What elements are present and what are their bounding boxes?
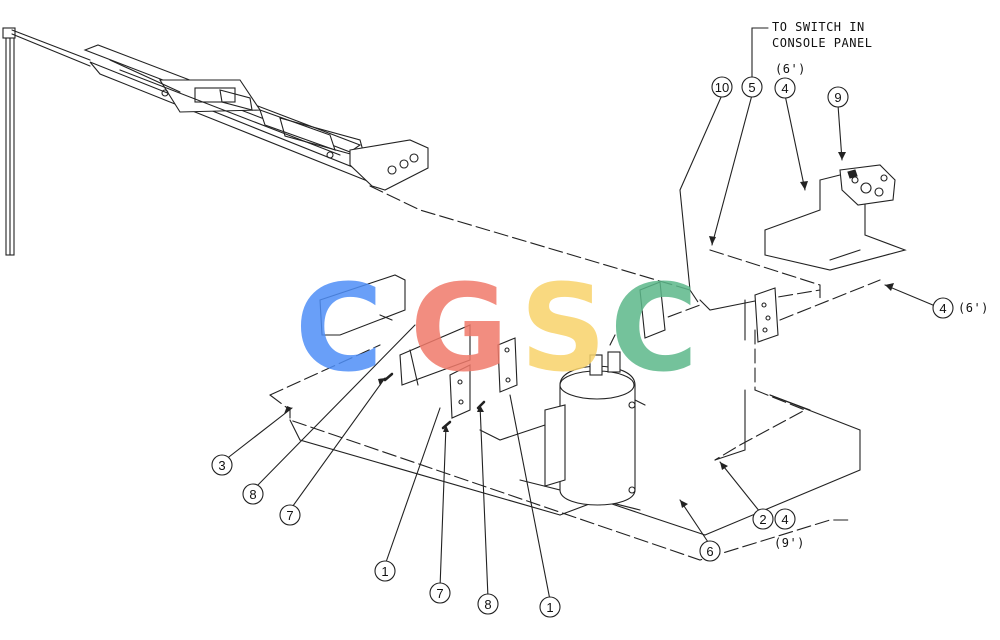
callout-4: 4 (774, 77, 796, 99)
svg-text:9: 9 (834, 90, 841, 105)
callout-8-bottom: 8 (477, 593, 499, 615)
svg-text:2: 2 (759, 512, 766, 527)
callout-2: 2 (752, 508, 774, 530)
svg-text:4: 4 (939, 301, 946, 316)
boom-assembly (83, 44, 429, 191)
callout-7: 7 (279, 504, 301, 526)
svg-text:4: 4 (781, 512, 788, 527)
length-6ft-right: (6') (958, 301, 989, 315)
callout-8: 8 (242, 483, 264, 505)
callout-1: 1 (374, 560, 396, 582)
length-6ft-top: (6') (775, 62, 806, 76)
svg-text:5: 5 (748, 80, 755, 95)
pole (2, 27, 91, 256)
callout-4-lower: 4 (774, 508, 796, 530)
svg-text:6: 6 (706, 544, 713, 559)
callout-1-bottom: 1 (539, 596, 561, 618)
tank (544, 334, 646, 506)
svg-text:10: 10 (715, 80, 729, 95)
svg-text:1: 1 (381, 564, 388, 579)
brackets (319, 274, 666, 419)
callout-9: 9 (827, 86, 849, 108)
watermark: C G S C (295, 260, 698, 399)
leader-lines (224, 27, 941, 601)
svg-text:1: 1 (546, 600, 553, 615)
length-9ft: (9') (774, 536, 805, 550)
watermark-letter-4: C (610, 260, 698, 399)
callout-7-bottom: 7 (429, 582, 451, 604)
junction-plate (754, 287, 779, 343)
switch-note-line1: TO SWITCH IN (772, 20, 865, 34)
callout-3: 3 (211, 454, 233, 476)
control-panel-box (839, 164, 896, 206)
svg-text:8: 8 (249, 487, 256, 502)
svg-text:3: 3 (218, 458, 225, 473)
callout-4-right: 4 (932, 297, 954, 319)
switch-note-line2: CONSOLE PANEL (772, 36, 873, 50)
callout-10: 10 (711, 76, 733, 98)
callout-5: 5 (741, 76, 763, 98)
svg-text:7: 7 (436, 586, 443, 601)
callout-6: 6 (699, 540, 721, 562)
watermark-letter-3: S (520, 260, 606, 399)
svg-text:4: 4 (781, 81, 788, 96)
watermark-letter-2: G (410, 260, 509, 399)
svg-text:8: 8 (484, 597, 491, 612)
watermark-letter-1: C (295, 260, 383, 399)
wire-runs (289, 174, 907, 536)
svg-text:7: 7 (286, 508, 293, 523)
